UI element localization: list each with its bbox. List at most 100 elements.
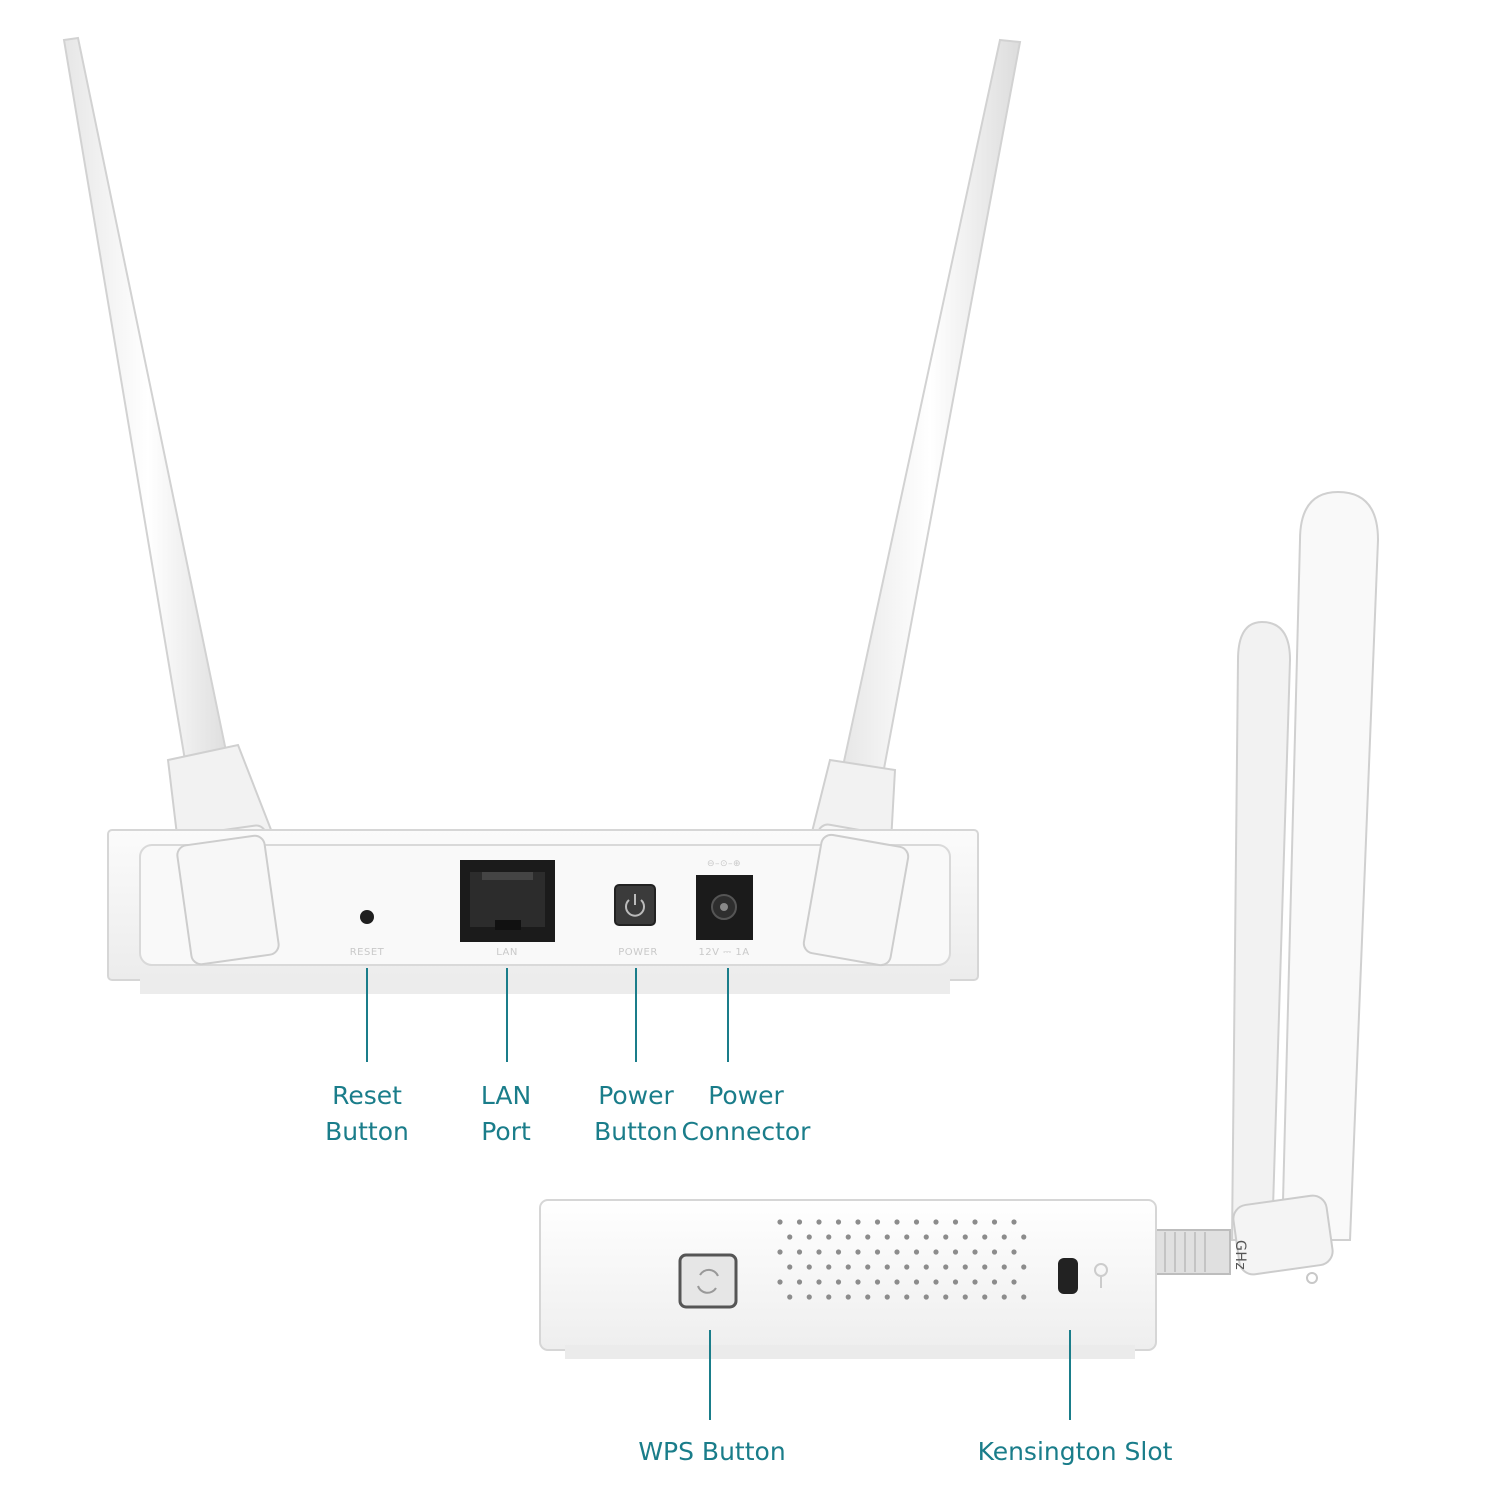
- vent-hole: [787, 1294, 793, 1300]
- vent-hole: [855, 1219, 861, 1225]
- power-button-label: POWER: [618, 947, 658, 958]
- vent-hole: [806, 1294, 812, 1300]
- vent-hole: [826, 1294, 832, 1300]
- vent-hole: [855, 1279, 861, 1285]
- vent-hole: [826, 1264, 832, 1270]
- vent-hole: [991, 1249, 998, 1255]
- power-button-callout: Power Button: [581, 1078, 691, 1150]
- reset-pinhole[interactable]: [360, 910, 374, 924]
- vent-hole: [952, 1249, 959, 1255]
- vent-hole: [845, 1264, 851, 1270]
- left-antenna-base: [176, 834, 280, 966]
- antenna-hinge: GHz: [1232, 1194, 1334, 1284]
- lock-icon: [1094, 1263, 1108, 1288]
- vent-hole: [787, 1264, 793, 1270]
- antenna-band-label: GHz: [1232, 1240, 1248, 1270]
- vent-hole: [816, 1279, 822, 1285]
- vent-hole: [796, 1279, 803, 1285]
- kensington-callout: Kensington Slot: [970, 1434, 1180, 1470]
- vent-hole: [991, 1279, 998, 1285]
- vent-hole: [884, 1264, 890, 1270]
- lan-callout-line2: Port: [481, 1117, 531, 1146]
- wps-button[interactable]: [678, 1253, 738, 1309]
- side-antenna-rear: [1280, 490, 1380, 1241]
- vent-hole: [796, 1219, 803, 1225]
- vent-hole: [933, 1279, 939, 1285]
- vent-hole: [894, 1249, 900, 1255]
- lan-callout-line1: LAN: [480, 1081, 532, 1110]
- power-connector-callout-line2: Connector: [681, 1117, 811, 1146]
- vent-hole: [952, 1279, 959, 1285]
- vent-hole: [835, 1249, 842, 1255]
- power-connector-callout-line1: Power: [708, 1081, 784, 1110]
- vent-hole: [865, 1234, 871, 1240]
- vent-hole: [982, 1294, 988, 1300]
- power-button[interactable]: [614, 884, 656, 926]
- reset-callout-line1: Reset: [332, 1081, 402, 1110]
- vent-hole: [1001, 1234, 1007, 1240]
- polarity-symbol: ⊖–⊙–⊕: [707, 859, 741, 869]
- vent-hole: [923, 1294, 929, 1300]
- vent-hole: [874, 1279, 881, 1285]
- vent-hole: [777, 1279, 783, 1285]
- reset-callout: Reset Button: [317, 1078, 417, 1150]
- kensington-slot[interactable]: [1058, 1258, 1078, 1294]
- vent-hole: [962, 1264, 968, 1270]
- lan-port[interactable]: [460, 860, 555, 942]
- vent-hole: [835, 1219, 842, 1225]
- vent-hole: [923, 1264, 929, 1270]
- vent-hole: [923, 1234, 929, 1240]
- vent-hole: [913, 1219, 920, 1225]
- back-panel-base: [140, 978, 950, 994]
- vent-hole: [865, 1264, 871, 1270]
- right-antenna-base: [802, 833, 910, 967]
- vent-hole: [1011, 1219, 1017, 1225]
- vent-hole: [913, 1249, 920, 1255]
- power-connector[interactable]: ⊖–⊙–⊕: [696, 859, 753, 940]
- vent-hole: [816, 1249, 822, 1255]
- vent-hole: [787, 1234, 793, 1240]
- vent-hole: [894, 1219, 900, 1225]
- vent-hole: [777, 1219, 783, 1225]
- dc-input-label: 12V ⎓ 1A: [698, 947, 749, 958]
- vent-hole: [943, 1264, 949, 1270]
- vent-hole: [972, 1279, 978, 1285]
- reset-port-label: RESET: [350, 947, 385, 958]
- vent-hole: [826, 1234, 832, 1240]
- sma-connector: [1154, 1229, 1231, 1275]
- vent-hole: [806, 1234, 812, 1240]
- vent-hole: [982, 1234, 988, 1240]
- vent-hole: [874, 1249, 881, 1255]
- vent-hole: [1021, 1264, 1027, 1270]
- vent-hole: [855, 1249, 861, 1255]
- vent-hole: [884, 1234, 890, 1240]
- vent-hole: [904, 1294, 910, 1300]
- vent-hole: [796, 1249, 803, 1255]
- access-point-side-view: GHz: [539, 490, 1380, 1420]
- vent-hole: [1011, 1279, 1017, 1285]
- vent-hole: [884, 1294, 890, 1300]
- vent-hole: [1021, 1294, 1027, 1300]
- ventilation-grille: [777, 1219, 1027, 1300]
- vent-hole: [952, 1219, 959, 1225]
- vent-hole: [933, 1219, 939, 1225]
- vent-hole: [962, 1234, 968, 1240]
- vent-hole: [904, 1234, 910, 1240]
- vent-hole: [1021, 1234, 1027, 1240]
- vent-hole: [1001, 1264, 1007, 1270]
- lan-callout: LAN Port: [456, 1078, 556, 1150]
- vent-hole: [913, 1279, 920, 1285]
- vent-hole: [982, 1264, 988, 1270]
- vent-hole: [991, 1219, 998, 1225]
- vent-hole: [1001, 1294, 1007, 1300]
- lan-port-label: LAN: [496, 947, 518, 958]
- vent-hole: [972, 1219, 978, 1225]
- kensington-callout-text: Kensington Slot: [977, 1437, 1173, 1466]
- power-connector-callout: Power Connector: [680, 1078, 812, 1150]
- vent-hole: [777, 1249, 783, 1255]
- vent-hole: [933, 1249, 939, 1255]
- vent-hole: [943, 1234, 949, 1240]
- power-icon: [625, 894, 645, 917]
- wps-callout: WPS Button: [630, 1434, 794, 1470]
